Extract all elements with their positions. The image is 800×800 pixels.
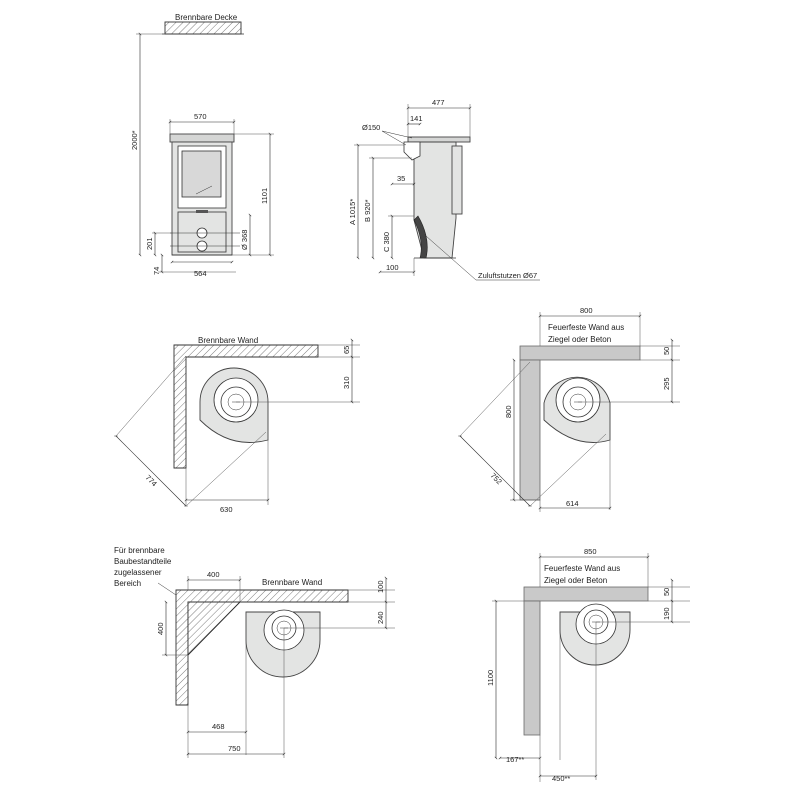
plan4-top-dim: 850 (584, 547, 597, 556)
plan2-wall-label-1: Feuerfeste Wand aus (548, 323, 624, 332)
plan4-wall-left (523, 600, 541, 736)
dim-35: 35 (397, 174, 405, 183)
dim-a: A 1015* (348, 199, 357, 225)
plan1-diag-dim: 774 (144, 473, 159, 488)
plan-4-fireproof-wall: Feuerfeste Wand aus Ziegel oder Beton 85… (486, 547, 690, 783)
plan4-bottom-167-dim: 167** (506, 755, 524, 764)
plan3-note-4: Bereich (114, 579, 141, 588)
flue-diameter-label: Ø150 (362, 123, 380, 132)
plan2-right-main-dim: 295 (662, 377, 671, 390)
flue-offset-dim: 141 (410, 114, 423, 123)
plan3-wall-label: Brennbare Wand (262, 578, 322, 587)
dim-b: B 920* (363, 199, 372, 222)
plan2-diag-dim: 752 (489, 471, 504, 486)
plan3-note-2: Baubestandteile (114, 557, 172, 566)
plan2-right-top-dim: 50 (662, 347, 671, 355)
plan-1-combustible-wall: Brennbare Wand 65 310 774 630 (114, 336, 360, 514)
plan1-bottom-dim: 630 (220, 505, 233, 514)
plan4-right-main-dim: 190 (662, 607, 671, 620)
side-rear-panel (451, 145, 463, 215)
stove-top (169, 133, 235, 143)
plan3-left-dim: 400 (156, 622, 165, 635)
dim-100: 100 (386, 263, 399, 272)
plan2-wall-top (519, 345, 641, 361)
plan3-bottom-468-dim: 468 (212, 722, 225, 731)
side-body (413, 141, 457, 259)
plan2-bottom-dim: 614 (566, 499, 579, 508)
plan4-right-top-dim: 50 (662, 588, 671, 596)
front-view: Brennbare Decke 2000* 570 1101 Ø 368 (130, 13, 274, 278)
plan1-right-top-dim: 65 (342, 346, 351, 354)
plan3-right-top-dim: 100 (376, 580, 385, 593)
plan-2-fireproof-wall: Feuerfeste Wand aus Ziegel oder Beton 80… (458, 306, 680, 512)
stove-window (181, 150, 222, 198)
plan1-right-main-dim: 310 (342, 376, 351, 389)
side-view: 477 141 Ø150 A 1015* B 920* 35 C 380 100… (348, 98, 540, 281)
ceiling-hatch (164, 21, 242, 35)
height-dim: 1101 (260, 188, 269, 204)
plan4-bottom-450-dim: 450** (552, 774, 570, 783)
side-top-slab (407, 136, 471, 143)
plan3-note-1: Für brennbare (114, 546, 165, 555)
width-top-dim: 570 (194, 112, 207, 121)
ceiling-height-dim: 2000* (130, 130, 139, 150)
plan2-wall-left (519, 359, 541, 501)
ceiling-label: Brennbare Decke (175, 13, 238, 22)
plan4-wall-label-1: Feuerfeste Wand aus (544, 564, 620, 573)
plan3-top-dim: 400 (207, 570, 220, 579)
plan3-note-3: zugelassener (114, 568, 162, 577)
side-depth-dim: 477 (432, 98, 445, 107)
plan2-left-dim: 800 (504, 405, 513, 418)
width-bottom-dim: 564 (194, 269, 207, 278)
plan1-wall-label: Brennbare Wand (198, 336, 258, 345)
plan-3-combustible-area: Für brennbare Baubestandteile zugelassen… (114, 546, 395, 758)
plan4-wall-top (523, 586, 649, 602)
plan4-left-dim: 1100 (486, 670, 495, 686)
inlet-diameter-dim: Ø 368 (240, 230, 249, 250)
flue-pipe (403, 141, 421, 161)
air-supply-label: Zuluftstutzen Ø67 (478, 271, 537, 280)
air-inlet-height-dim: 201 (145, 237, 154, 250)
plan4-wall-label-2: Ziegel oder Beton (544, 576, 607, 585)
plan2-wall-label-2: Ziegel oder Beton (548, 335, 611, 344)
dim-c: C 380 (382, 232, 391, 252)
plan3-right-main-dim: 240 (376, 611, 385, 624)
foot-height-dim: 74 (152, 267, 161, 275)
plan2-top-dim: 800 (580, 306, 593, 315)
plan3-bottom-750-dim: 750 (228, 744, 241, 753)
